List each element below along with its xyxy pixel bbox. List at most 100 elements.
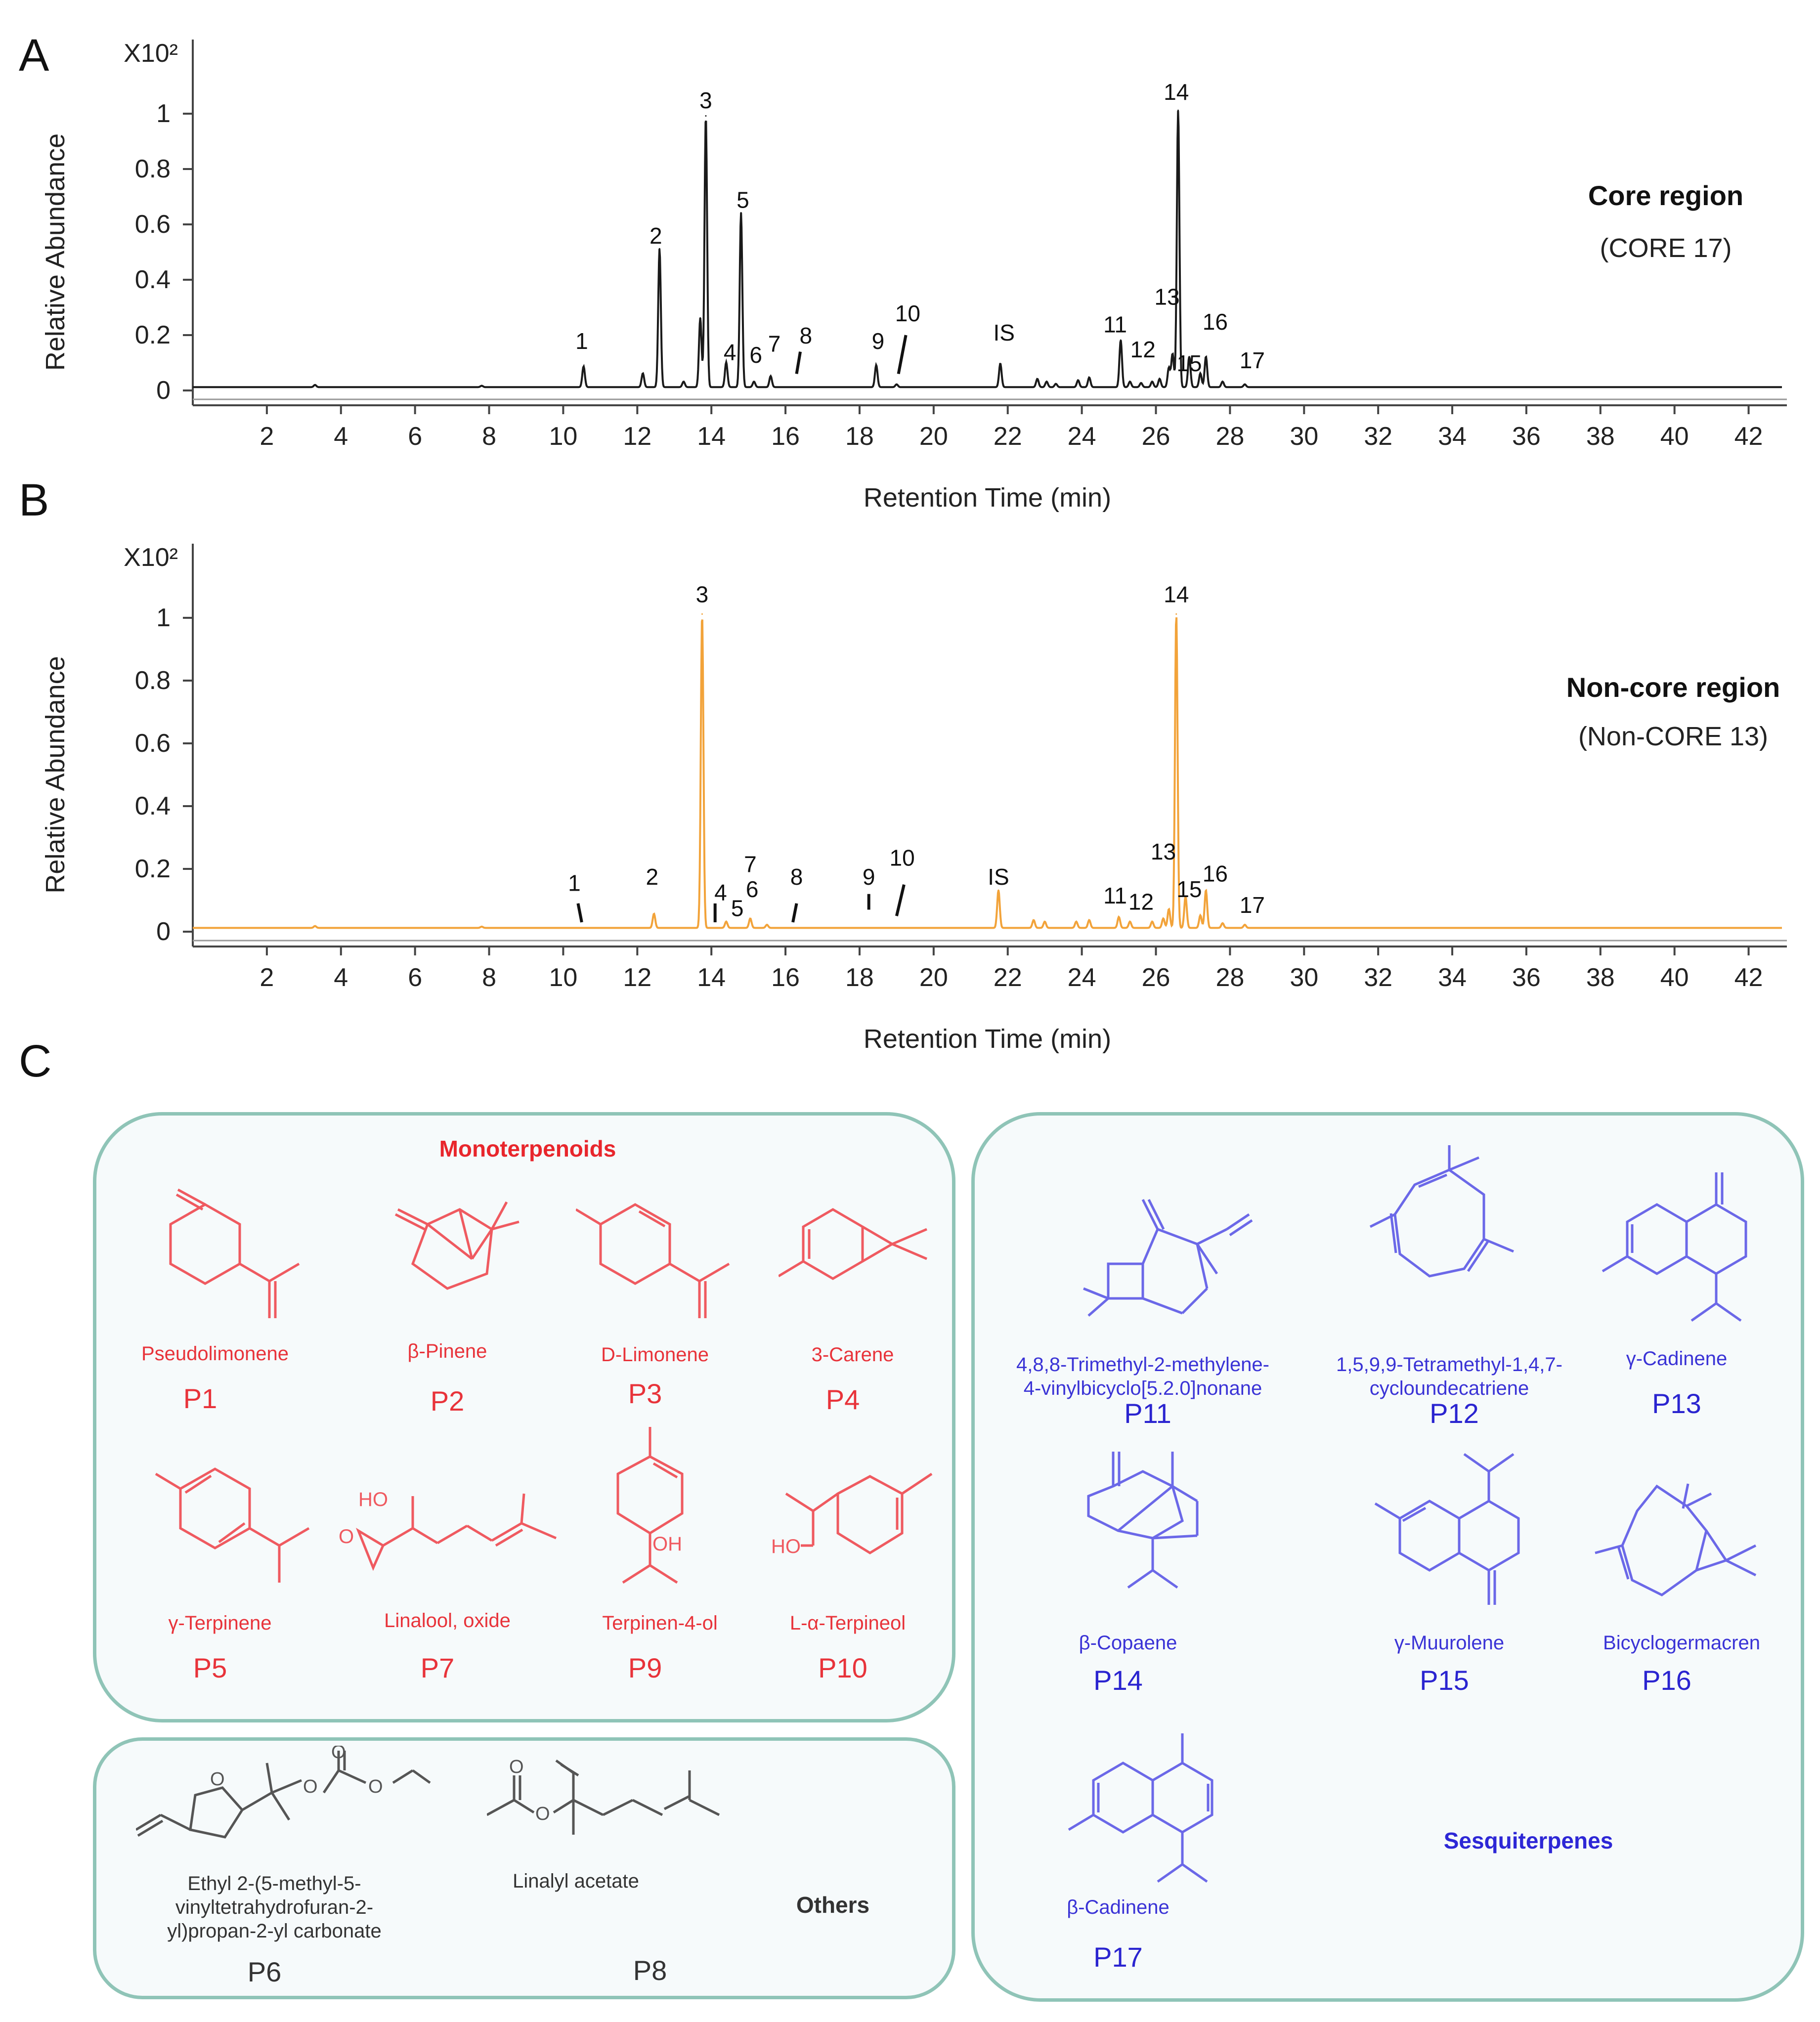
y-tick-label: 1 <box>156 603 171 632</box>
peak-point <box>642 372 644 374</box>
peak-point <box>1221 922 1223 924</box>
peak-point <box>1077 379 1079 381</box>
peak-label: 1 <box>575 328 588 354</box>
p11-id: P11 <box>1124 1398 1171 1429</box>
peak-point <box>1129 381 1131 383</box>
peak-label: 5 <box>737 187 749 213</box>
peak-point <box>1088 919 1090 921</box>
peak-label: 15 <box>1176 876 1202 902</box>
x-tick-label: 8 <box>482 422 496 451</box>
x-tick-label: 16 <box>771 963 800 992</box>
peak-label: 1 <box>568 870 581 896</box>
peak-label: 15 <box>1176 350 1202 376</box>
peak-point <box>1162 917 1164 919</box>
peak-label: 6 <box>749 342 762 368</box>
x-tick-label: 2 <box>260 422 274 451</box>
peak-point <box>653 913 655 915</box>
peak-point <box>1120 339 1122 341</box>
chart-title: Non-core region <box>1566 672 1780 703</box>
peak-point <box>1171 353 1173 355</box>
x-tick-label: 24 <box>1068 963 1096 992</box>
atom-ho-p10: HO <box>771 1536 801 1557</box>
peak-point <box>1044 921 1046 923</box>
peak-label: 14 <box>1164 79 1189 105</box>
x-tick-label: 24 <box>1068 422 1096 451</box>
peak-point <box>1075 921 1077 923</box>
y-tick-label: 0.2 <box>135 321 171 349</box>
p15-name: γ-Muurolene <box>1394 1632 1505 1654</box>
x-tick-label: 4 <box>334 422 348 451</box>
peak-point <box>705 115 707 117</box>
y-tick-label: 0.6 <box>135 210 171 239</box>
peak-label: 4 <box>714 880 727 905</box>
monoterpenoids-title: Monoterpenoids <box>439 1136 616 1162</box>
linalool-oxide-structure: HO O <box>339 1489 557 1571</box>
x-tick-label: 22 <box>994 963 1022 992</box>
p9-id: P9 <box>628 1652 662 1683</box>
peak-point <box>481 926 483 928</box>
p3-id: P3 <box>628 1378 662 1409</box>
p11-name: 4,8,8-Trimethyl-2-methylene- 4-vinylbicy… <box>995 1353 1291 1400</box>
peak-point <box>753 381 755 383</box>
x-tick-label: 8 <box>482 963 496 992</box>
3-carene-structure <box>779 1208 927 1280</box>
peak-point <box>1175 613 1177 615</box>
peak-point <box>1221 381 1223 383</box>
peak-label: IS <box>988 864 1009 890</box>
p15-id: P15 <box>1420 1665 1469 1696</box>
panel-label-c: C <box>19 1036 52 1086</box>
x-tick-label: 6 <box>408 963 422 992</box>
leader-line <box>576 903 583 923</box>
leader-line <box>795 351 802 374</box>
atom-o-ring: O <box>210 1769 225 1790</box>
panel-label-b: B <box>19 475 49 525</box>
peak-label: 7 <box>744 851 757 877</box>
x-tick-label: 10 <box>549 422 577 451</box>
peak-label: 7 <box>768 331 781 357</box>
peak-point <box>725 921 727 923</box>
peak-point <box>1244 384 1246 386</box>
chromatogram-trace <box>193 617 1782 929</box>
y-tick-label: 0 <box>156 917 171 946</box>
beta-pinene-structure <box>394 1201 520 1290</box>
ethyl-carbonate-structure: O O O O <box>136 1746 431 1839</box>
y-tick-label: 0.8 <box>135 666 171 695</box>
p5-name: γ-Terpinene <box>168 1612 272 1634</box>
x-tick-label: 26 <box>1142 963 1170 992</box>
peak-point <box>766 924 768 926</box>
peak-point <box>896 384 898 386</box>
peak-label: 16 <box>1203 860 1228 886</box>
p6-name-line1: Ethyl 2-(5-methyl-5- <box>187 1873 361 1894</box>
x-tick-label: 2 <box>260 963 274 992</box>
gamma-cadinene-structure <box>1602 1172 1747 1322</box>
peak-point <box>1033 919 1035 921</box>
peak-label: 17 <box>1240 892 1265 918</box>
peak-point <box>875 364 877 366</box>
y-axis-label: Relative Abundance <box>41 133 70 371</box>
peak-point <box>1199 914 1201 916</box>
peak-label: 12 <box>1130 337 1156 362</box>
alpha-terpineol-structure: HO <box>771 1472 933 1557</box>
peak-label: 13 <box>1151 839 1176 864</box>
peak-label: 14 <box>1164 581 1189 607</box>
panel-label-a: A <box>19 30 49 81</box>
x-axis-label: Retention Time (min) <box>864 1024 1111 1054</box>
atom-o-acyl: O <box>509 1757 524 1777</box>
p12-name-line2: cycloundecatriene <box>1369 1377 1529 1399</box>
p2-name: β-Pinene <box>407 1340 487 1362</box>
peak-point <box>997 889 999 891</box>
peak-point <box>314 925 316 927</box>
p4-id: P4 <box>825 1384 860 1415</box>
peak-point <box>1168 367 1170 369</box>
x-tick-label: 28 <box>1215 963 1244 992</box>
bicyclogermacrene-structure <box>1595 1483 1757 1596</box>
x-tick-label: 12 <box>623 422 651 451</box>
x-tick-label: 16 <box>771 422 800 451</box>
x-tick-label: 34 <box>1438 963 1467 992</box>
linalyl-acetate-structure: O O <box>487 1757 720 1835</box>
peak-point <box>1168 908 1170 910</box>
y-tick-label: 0.2 <box>135 855 171 883</box>
peak-label: 3 <box>699 87 712 113</box>
